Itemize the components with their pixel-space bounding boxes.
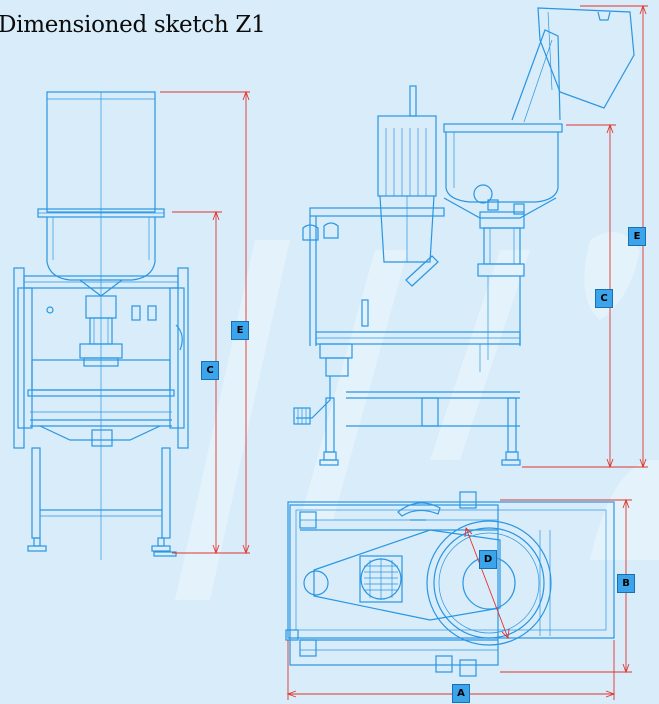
top-view (285, 491, 615, 677)
dimension-label-c-side: C (595, 289, 613, 308)
side-view (293, 7, 635, 466)
watermark-logo (175, 232, 659, 600)
dimension-label-e-side: E (628, 227, 646, 246)
front-view-dimensions (160, 90, 250, 555)
dimension-label-a: A (452, 684, 470, 703)
dimension-label-e-front: E (231, 321, 249, 340)
dimension-label-d: D (479, 550, 497, 569)
page-title: Dimensioned sketch Z1 (0, 12, 266, 38)
dimension-label-b: B (617, 574, 635, 593)
dimension-label-c-front: C (201, 361, 219, 380)
front-view (13, 91, 189, 560)
